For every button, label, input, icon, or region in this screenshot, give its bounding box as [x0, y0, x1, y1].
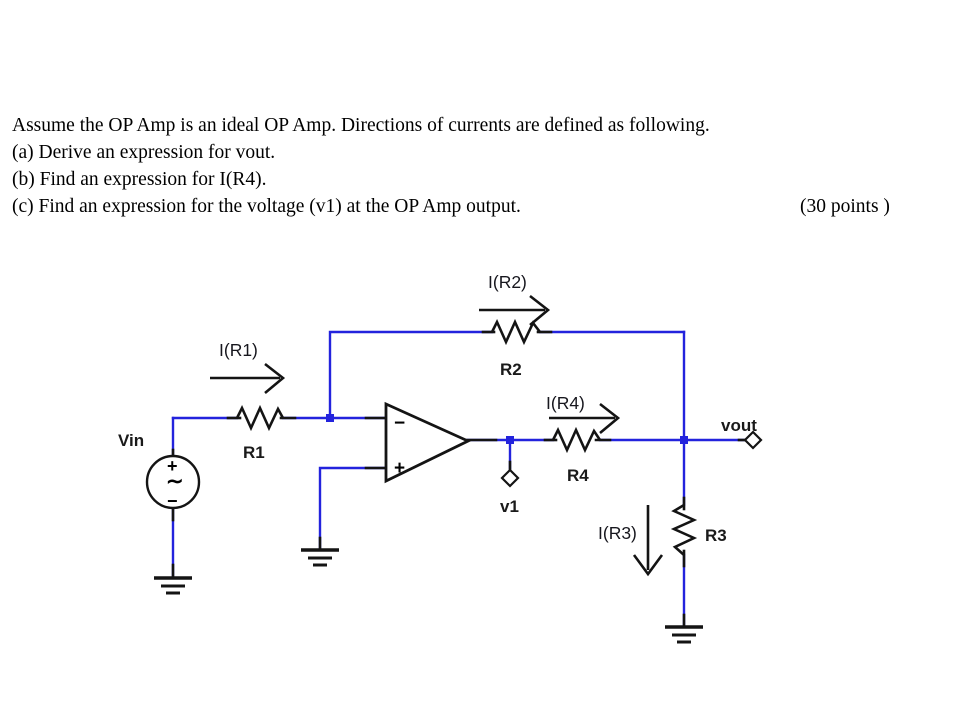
- wire-noninv-to-ground: [318, 466, 387, 552]
- label-current-r1: I(R1): [219, 340, 258, 360]
- opamp-noninverting-sign: +: [394, 458, 406, 479]
- label-r4: R4: [567, 466, 589, 485]
- label-v1: v1: [500, 497, 519, 516]
- label-r3: R3: [705, 526, 727, 545]
- resistor-r4-symbol: [551, 426, 602, 454]
- problem-line-b: (b) Find an expression for I(R4).: [12, 166, 922, 193]
- problem-line-text: (a) Derive an expression for vout.: [12, 142, 276, 163]
- problem-line-text: (b) Find an expression for I(R4).: [12, 169, 267, 190]
- current-arrow-r1: [210, 362, 286, 394]
- label-vin: Vin: [118, 431, 145, 450]
- problem-line-a: (a) Derive an expression for vout.: [12, 139, 922, 166]
- terminal-marker-vout: [743, 430, 763, 450]
- resistor-r3-symbol: [670, 503, 698, 556]
- wire-feedback-left: [328, 330, 494, 420]
- ground-symbol-r3: [665, 625, 703, 644]
- opamp-inverting-sign: −: [394, 413, 406, 434]
- ground-symbol-left: [154, 576, 192, 595]
- label-vout: vout: [721, 416, 757, 435]
- resistor-r1-symbol: [235, 404, 285, 432]
- current-arrow-r4: [549, 402, 621, 434]
- source-minus-sign: −: [167, 491, 178, 511]
- junction-dots: [326, 414, 688, 444]
- label-r2: R2: [500, 360, 522, 379]
- problem-line-text: Assume the OP Amp is an ideal OP Amp. Di…: [12, 115, 710, 136]
- source-waveform-symbol: ∼: [166, 470, 184, 493]
- problem-line-points: (30 points ): [800, 196, 890, 217]
- ground-symbol-noninverting: [301, 548, 339, 567]
- problem-line-text: (c) Find an expression for the voltage (…: [12, 196, 521, 217]
- problem-statement: Assume the OP Amp is an ideal OP Amp. Di…: [12, 112, 922, 220]
- junction-dot-inverting: [326, 414, 334, 422]
- problem-line-c: (c) Find an expression for the voltage (…: [12, 193, 922, 220]
- label-current-r4: I(R4): [546, 393, 585, 413]
- terminal-marker-v1: [500, 468, 520, 488]
- current-arrow-r3: [632, 505, 664, 577]
- opamp-triangle: [384, 401, 472, 484]
- resistor-r2-symbol: [490, 318, 542, 346]
- source-plus-sign: +: [167, 456, 178, 476]
- label-current-r2: I(R2): [488, 272, 527, 292]
- current-arrow-r2: [479, 294, 551, 326]
- junction-dot-v1: [506, 436, 514, 444]
- problem-line-intro: Assume the OP Amp is an ideal OP Amp. Di…: [12, 112, 922, 139]
- label-current-r3: I(R3): [598, 523, 637, 543]
- junction-dot-vout: [680, 436, 688, 444]
- voltage-source-circle: [145, 454, 201, 510]
- label-r1: R1: [243, 443, 265, 462]
